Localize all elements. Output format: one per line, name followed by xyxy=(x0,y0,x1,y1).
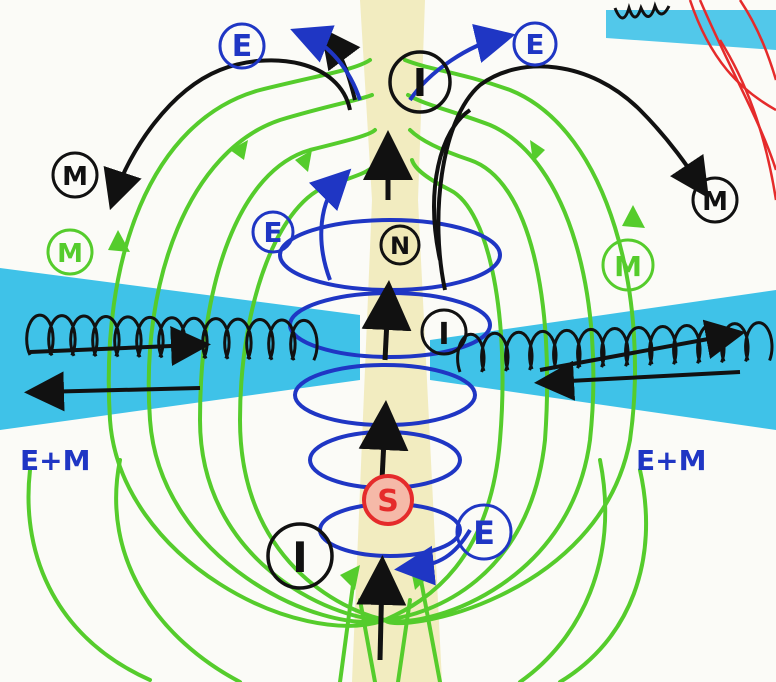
label-E-bottom-right: E xyxy=(455,503,513,561)
label-I-top: I xyxy=(388,50,452,114)
label-M-black-left: M xyxy=(51,151,99,199)
disk-axes xyxy=(24,319,746,412)
label-E-plus-M-right: E+M xyxy=(636,444,706,477)
label-E-mid-left: E xyxy=(251,210,295,254)
svg-text:E: E xyxy=(525,28,544,61)
svg-text:I: I xyxy=(438,317,449,352)
label-M-green-right: M xyxy=(601,238,655,292)
label-E-top-right: E xyxy=(512,21,558,67)
label-E-plus-M-left: E+M xyxy=(20,444,90,477)
svg-text:M: M xyxy=(614,250,642,283)
svg-text:M: M xyxy=(62,162,88,192)
label-N: N xyxy=(379,224,421,266)
label-M-green-left: M xyxy=(46,228,94,276)
axis-arrows xyxy=(356,130,413,661)
svg-text:E: E xyxy=(473,514,495,552)
svg-text:N: N xyxy=(390,232,410,260)
label-M-black-right: M xyxy=(691,176,739,224)
svg-text:E: E xyxy=(232,29,253,64)
blue-outflow xyxy=(290,23,516,586)
corner-sketch xyxy=(606,0,776,201)
svg-text:M: M xyxy=(702,187,728,217)
svg-text:S: S xyxy=(377,484,399,519)
svg-text:E: E xyxy=(263,216,282,249)
label-E-top-left: E xyxy=(218,22,266,70)
svg-text:I: I xyxy=(292,533,308,582)
label-I-bottom: I xyxy=(266,522,334,590)
svg-text:M: M xyxy=(57,239,83,269)
label-S: S xyxy=(362,474,414,526)
svg-text:I: I xyxy=(413,61,427,105)
disk-spring-left xyxy=(25,313,319,361)
label-I-center: I xyxy=(420,308,468,356)
